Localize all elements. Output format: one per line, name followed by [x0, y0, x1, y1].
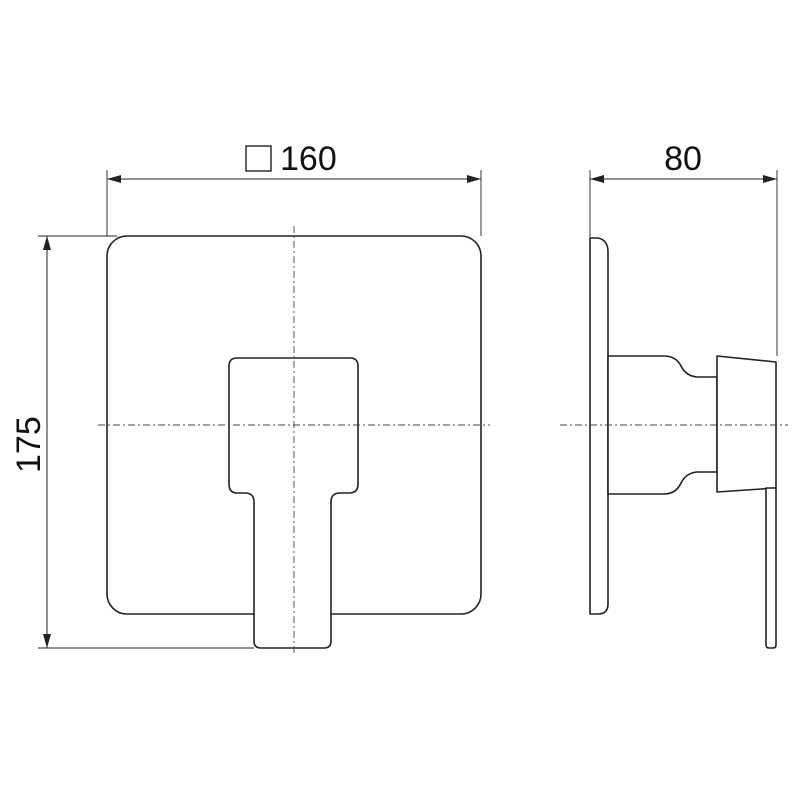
front-height-dimension: 175: [10, 235, 254, 649]
side-lever: [765, 487, 777, 649]
front-view: [98, 226, 490, 656]
square-symbol-icon: [245, 145, 272, 172]
front-width-dimension: 160: [106, 140, 482, 236]
front-handle: [228, 357, 359, 649]
side-depth-label: 80: [664, 140, 702, 178]
depth-arrow-right: [763, 175, 777, 183]
width-arrow-left: [107, 175, 121, 183]
side-view: [560, 237, 788, 649]
height-arrow-top: [43, 236, 51, 250]
side-backplate: [589, 237, 609, 615]
side-handle-head: [716, 355, 777, 493]
side-depth-dimension: 80: [589, 140, 778, 356]
depth-arrow-left: [590, 175, 604, 183]
height-arrow-bottom: [43, 634, 51, 648]
front-height-label: 175: [10, 416, 48, 473]
front-width-label: 160: [280, 140, 337, 178]
width-arrow-right: [467, 175, 481, 183]
